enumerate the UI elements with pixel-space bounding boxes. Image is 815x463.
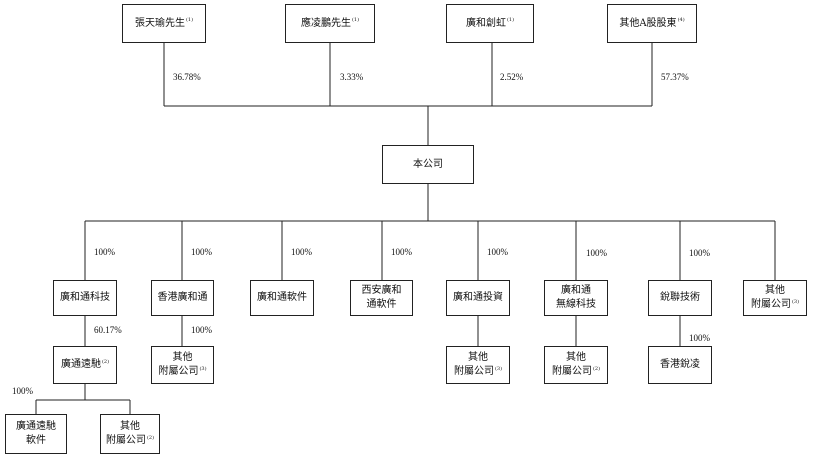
subsidiary-name: 廣和通軟件 [257,292,307,303]
level4-pct: 100% [12,386,33,396]
subsidiary-name-line1: 廣和通 [561,285,591,296]
subsidiary-name: 香港廣和通 [157,292,208,303]
subsidiary-pct: 100% [487,247,508,257]
level3-hk-ruiling: 香港銳凌 [648,346,712,384]
subsidiary-name-line2: 無線科技 [556,299,596,310]
subsidiary-name: 銳聯技術 [660,292,700,303]
entity-name-line1: 其他 [566,352,586,363]
subsidiary-pct: 100% [291,247,312,257]
entity-name-line2: 軟件 [26,435,46,446]
level4-other-subsidiaries: 其他附屬公司(2) [100,414,160,454]
level3-pct: 100% [191,325,212,335]
subsidiary-pct: 100% [391,247,412,257]
footnote-mark: (1) [506,17,515,24]
entity-name-line2: 附屬公司 [105,435,146,446]
subsidiary-name-line2: 通軟件 [366,299,397,310]
subsidiary-pct: 100% [191,247,212,257]
shareholder-name: 其他A股股東 [619,17,677,29]
subsidiary-xian-guanghetong-software: 西安廣和通軟件 [350,280,413,316]
subsidiary-name-line2: 附屬公司 [750,299,791,310]
footnote-mark: (2) [101,358,110,365]
level3-wireless-other-subsidiaries: 其他附屬公司(2) [544,346,608,384]
entity-name: 廣通遠馳 [60,359,101,370]
shareholding-pct: 3.33% [340,72,364,82]
level4-guangtong-software: 廣通遠馳軟件 [5,414,67,454]
entity-name-line2: 附屬公司 [158,366,199,377]
entity-name-line1: 其他 [468,352,488,363]
footnote-mark: (3) [791,298,800,305]
shareholder-name: 應凌鵬先生 [300,17,351,29]
subsidiary-pct: 100% [689,248,710,258]
entity-name: 香港銳凌 [660,359,700,370]
entity-name-line1: 其他 [172,352,193,363]
shareholding-pct: 2.52% [500,72,524,82]
subsidiary-name-line1: 其他 [765,285,785,296]
footnote-mark: (3) [494,365,503,372]
subsidiary-hk-guanghetong: 香港廣和通 [151,280,214,316]
shareholding-pct: 57.37% [661,72,689,82]
shareholder-name: 廣和創虹 [465,17,506,29]
footnote-mark: (1) [351,17,360,24]
shareholder-name: 張天瑜先生 [134,17,185,29]
shareholder-other-a-share: 其他A股股東(4) [607,4,697,43]
entity-name-line2: 附屬公司 [551,366,592,377]
subsidiary-guanghetong-tech: 廣和通科技 [53,280,117,316]
subsidiary-pct: 100% [586,248,607,258]
level3-pct: 60.17% [94,325,122,335]
shareholder-ying-lingpeng: 應凌鵬先生(1) [285,4,375,43]
subsidiary-other: 其他附屬公司(3) [743,280,807,316]
entity-name-line2: 附屬公司 [453,366,494,377]
footnote-mark: (1) [185,17,194,24]
subsidiary-name: 廣和通投資 [453,292,503,303]
footnote-mark: (3) [199,365,207,372]
level3-hk-other-subsidiaries: 其他附屬公司(3) [151,346,214,384]
shareholder-guanghe-chuanghong: 廣和創虹(1) [446,4,534,43]
entity-name-line1: 其他 [120,421,140,432]
subsidiary-guanghetong-wireless: 廣和通無線科技 [544,280,608,316]
company-name: 本公司 [413,158,443,170]
subsidiary-guanghetong-software: 廣和通軟件 [250,280,314,316]
subsidiary-guanghetong-investment: 廣和通投資 [446,280,510,316]
entity-name-line1: 廣通遠馳 [16,421,56,432]
shareholding-pct: 36.78% [173,72,201,82]
subsidiary-ruilian-tech: 銳聯技術 [648,280,712,316]
footnote-mark: (2) [146,434,155,441]
level3-pct: 100% [689,333,710,343]
footnote-mark: (4) [677,17,685,24]
subsidiary-pct: 100% [94,247,115,257]
company-box: 本公司 [382,145,474,184]
level3-investment-other-subsidiaries: 其他附屬公司(3) [446,346,510,384]
subsidiary-name-line1: 西安廣和 [361,285,402,296]
shareholder-zhang-tianyu: 張天瑜先生(1) [122,4,206,43]
footnote-mark: (2) [592,365,601,372]
level3-guangtong-yuanchi: 廣通遠馳(2) [53,346,117,384]
subsidiary-name: 廣和通科技 [60,292,110,303]
